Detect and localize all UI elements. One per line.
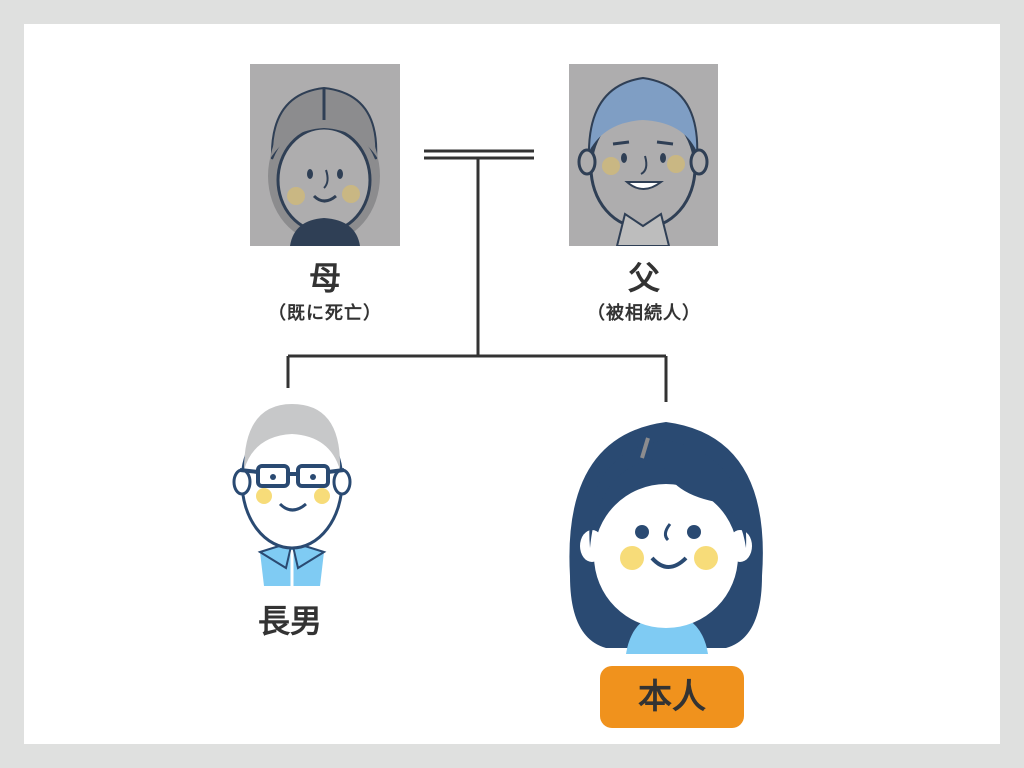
father-note: （被相続人）	[587, 303, 701, 324]
self-name: 本人	[638, 677, 706, 717]
mother-portrait	[250, 64, 400, 246]
self-name-badge: 本人	[600, 666, 744, 728]
mother-note: （既に死亡）	[268, 303, 382, 324]
self-portrait	[569, 422, 763, 654]
diagram-canvas	[24, 24, 1000, 744]
mother-name: 母	[308, 259, 341, 297]
eldest-son-name: 長男	[257, 602, 322, 640]
father-portrait	[569, 64, 718, 246]
eldest-son-portrait	[232, 404, 352, 586]
father-name: 父	[627, 259, 660, 297]
